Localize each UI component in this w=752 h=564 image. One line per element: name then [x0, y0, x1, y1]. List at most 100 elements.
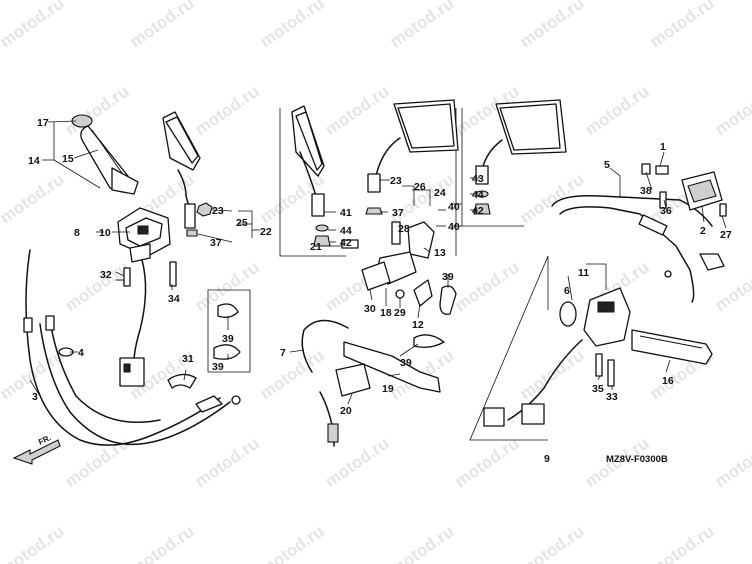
switch-lower-half [129, 243, 151, 263]
watermark-text: motod.ru [0, 81, 3, 139]
lever-and-throttle [301, 319, 445, 447]
watermark-text: motod.ru [256, 345, 327, 403]
washer [186, 229, 198, 237]
switch-cover-face [687, 179, 717, 203]
bolt-28 [391, 221, 401, 245]
screw-34 [169, 261, 177, 287]
watermark-text: motod.ru [321, 81, 392, 139]
left-grip-assembly [71, 114, 139, 195]
nut-37 [365, 207, 383, 215]
right-grip-ribs [639, 335, 703, 349]
grip-throttle-sleeve [111, 167, 139, 195]
callout-9: 9 [544, 453, 550, 465]
right-switch-grip [469, 255, 713, 441]
switch-harness [133, 259, 147, 363]
mirror-glass [165, 116, 199, 164]
callout-30: 30 [364, 303, 376, 315]
cable-7 [301, 319, 349, 373]
watermark-text: motod.ru [646, 0, 717, 51]
callout-5: 5 [604, 159, 610, 171]
left-mirror-upper [162, 111, 213, 237]
callout-40a: 40 [448, 201, 460, 213]
callout-18: 18 [380, 307, 392, 319]
watermark-text: motod.ru [0, 257, 3, 315]
watermark-text: motod.ru [711, 433, 752, 491]
callout-21: 21 [310, 241, 322, 253]
mirror-glass-center [295, 111, 323, 171]
callout-12: 12 [412, 319, 424, 331]
callout-14: 14 [28, 155, 40, 167]
callout-32: 32 [100, 269, 112, 281]
watermark-text: motod.ru [386, 521, 457, 564]
connector-pin [123, 363, 131, 373]
left-cables [23, 249, 241, 446]
callout-20: 20 [340, 405, 352, 417]
callout-4: 4 [78, 347, 84, 359]
mirror-large-center [365, 99, 459, 215]
callout-38: 38 [640, 185, 652, 197]
pivot-30 [361, 261, 391, 291]
callout-26: 26 [414, 181, 426, 193]
right-switch-button [597, 301, 615, 313]
cable-5-end [699, 253, 725, 271]
watermark-text: motod.ru [256, 0, 327, 51]
nut [196, 202, 213, 217]
throttle-cable-end [327, 423, 339, 443]
callout-34: 34 [168, 293, 180, 305]
callout-37a: 37 [210, 237, 222, 249]
right-grip-16 [631, 329, 713, 365]
nut-29 [395, 289, 405, 299]
screw-35 [595, 353, 603, 377]
callout-39c: 39 [442, 271, 454, 283]
leader-lines [29, 120, 727, 405]
watermark-text: motod.ru [516, 0, 587, 51]
callout-7: 7 [280, 347, 286, 359]
left-clips [167, 289, 251, 389]
callout-36: 36 [660, 205, 672, 217]
callout-23b: 23 [390, 175, 402, 187]
watermark-text: motod.ru [0, 169, 68, 227]
callout-1: 1 [660, 141, 666, 153]
watermark-text: motod.ru [61, 257, 132, 315]
callout-42b: 42 [472, 205, 484, 217]
callout-19: 19 [382, 383, 394, 395]
nut-right [473, 203, 491, 215]
callout-15: 15 [62, 153, 74, 165]
screw-36 [659, 191, 667, 209]
cable-end-fitting [195, 395, 223, 413]
mirror-stem-base [184, 203, 196, 229]
watermark-text: motod.ru [516, 169, 587, 227]
watermark-text: motod.ru [0, 433, 3, 491]
diagram-code: MZ8V-F0300B [606, 454, 668, 465]
brake-lever-assembly [341, 221, 457, 315]
switch-button [137, 225, 149, 235]
callout-42a: 42 [340, 237, 352, 249]
watermark-text: motod.ru [126, 521, 197, 564]
callout-10: 10 [99, 227, 111, 239]
watermark-text: motod.ru [581, 81, 652, 139]
clip-39-mid [413, 334, 445, 348]
watermark-text: motod.ru [256, 521, 327, 564]
clip-39-upper [217, 303, 239, 318]
callout-labels: 17 14 15 23 25 22 37 8 10 32 34 4 3 39 3… [28, 117, 732, 465]
callout-44b: 44 [472, 189, 484, 201]
mirror-large-glass [397, 103, 455, 149]
mirror-right-glass [499, 103, 561, 151]
mirror-stem-center [299, 151, 317, 197]
mirror-right [461, 99, 567, 227]
cable-end-a [23, 317, 33, 333]
screw-33 [607, 359, 615, 387]
callout-40b: 40 [448, 221, 460, 233]
throttle-grip-20 [335, 363, 371, 397]
callout-22: 22 [260, 226, 272, 238]
callout-17: 17 [37, 117, 49, 129]
clip-31 [167, 373, 197, 389]
callout-8: 8 [74, 227, 80, 239]
callout-13: 13 [434, 247, 446, 259]
callout-39d: 39 [400, 357, 412, 369]
grip-ribs [91, 129, 125, 177]
collar-6 [559, 301, 577, 327]
callout-2: 2 [700, 225, 706, 237]
watermark-text: motod.ru [191, 81, 262, 139]
cable-end-nipple [231, 395, 241, 405]
